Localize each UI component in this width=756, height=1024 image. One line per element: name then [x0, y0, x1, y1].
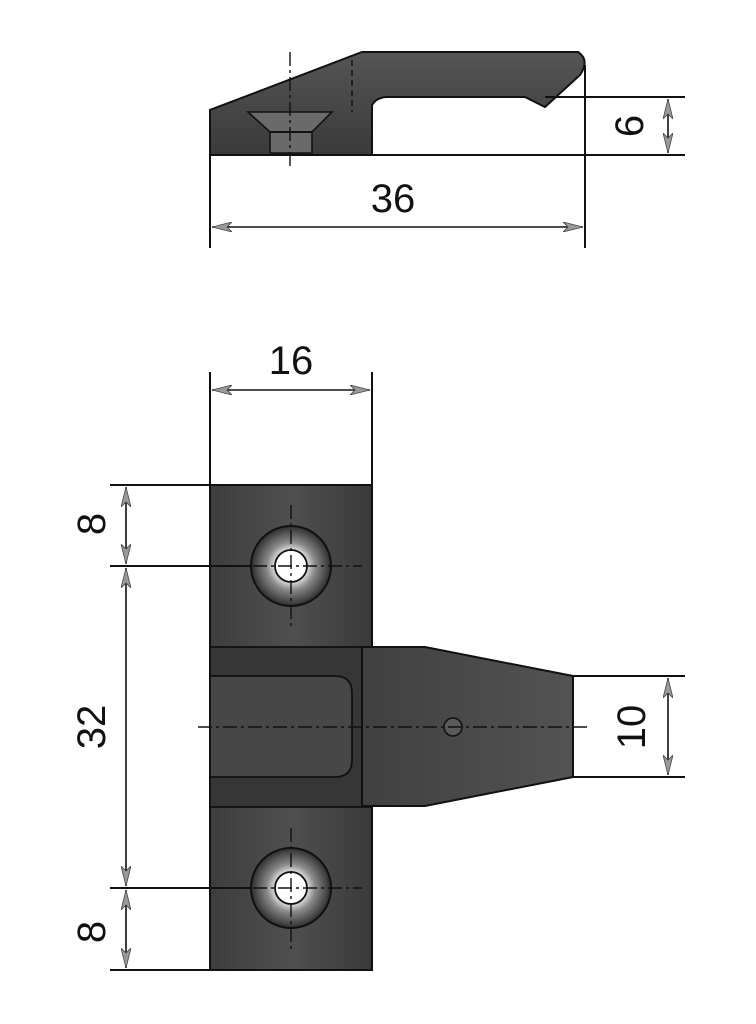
- dimension-height: 6: [372, 96, 685, 156]
- dimension-width: 16: [209, 339, 373, 485]
- dimension-label-height: 6: [608, 115, 652, 137]
- dimension-label-length: 36: [371, 177, 416, 221]
- dimension-length: 36: [209, 65, 586, 248]
- side-view-profile: [209, 51, 586, 156]
- dimension-label-tongue-width: 10: [610, 705, 654, 750]
- dimension-label-top-offset: 8: [70, 513, 114, 535]
- top-view: [198, 484, 590, 971]
- dimension-label-bottom-offset: 8: [70, 921, 114, 943]
- dimension-label-width: 16: [269, 339, 314, 383]
- side-view: [209, 51, 586, 168]
- dimension-tongue-width: 10: [573, 675, 685, 778]
- dimension-label-hole-spacing: 32: [70, 705, 114, 750]
- dimension-vertical-stack: 8 32 8: [70, 484, 250, 971]
